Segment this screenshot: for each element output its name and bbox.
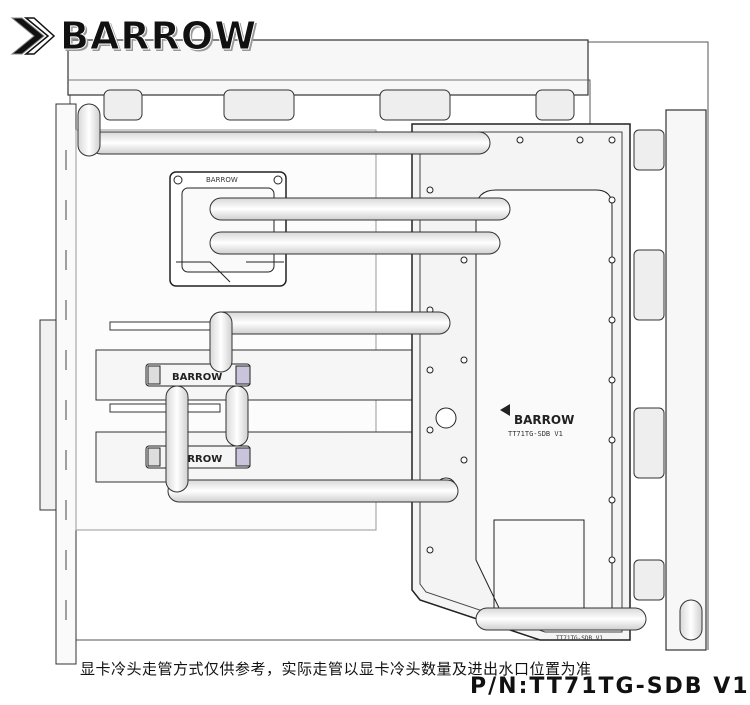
plate-label-2: BARROW bbox=[334, 436, 339, 439]
part-number: P/N:TT71TG-SDB V1 bbox=[470, 674, 750, 699]
gpu-block-2: BARROW bbox=[145, 445, 251, 469]
rear-io-bracket bbox=[39, 103, 77, 665]
top-radiator bbox=[67, 39, 589, 121]
gpu-block-1: BARROW bbox=[145, 363, 251, 387]
cpu-water-block: BARROW bbox=[169, 171, 287, 287]
distro-logo: BARROW bbox=[514, 413, 574, 427]
cpu-block-label: BARROW bbox=[206, 176, 238, 184]
distro-bottom-label: TT71TG-SDB V1 bbox=[556, 635, 603, 642]
gpu-block-2-label: BARROW bbox=[172, 454, 222, 465]
barrow-chevron-logo-icon bbox=[10, 17, 56, 55]
plate-label-1: BARROW bbox=[334, 354, 339, 357]
hard-tubes bbox=[77, 103, 703, 641]
routing-note: 显卡冷头走管方式仅供参考，实际走管以显卡冷头数量及进出水口位置为准 bbox=[80, 660, 592, 678]
brand-logo-text: BARROW bbox=[59, 14, 258, 59]
distro-model-label: TT71TG-SDB V1 bbox=[508, 430, 563, 438]
gpu-block-1-label: BARROW bbox=[172, 372, 222, 383]
front-radiator bbox=[633, 109, 707, 651]
